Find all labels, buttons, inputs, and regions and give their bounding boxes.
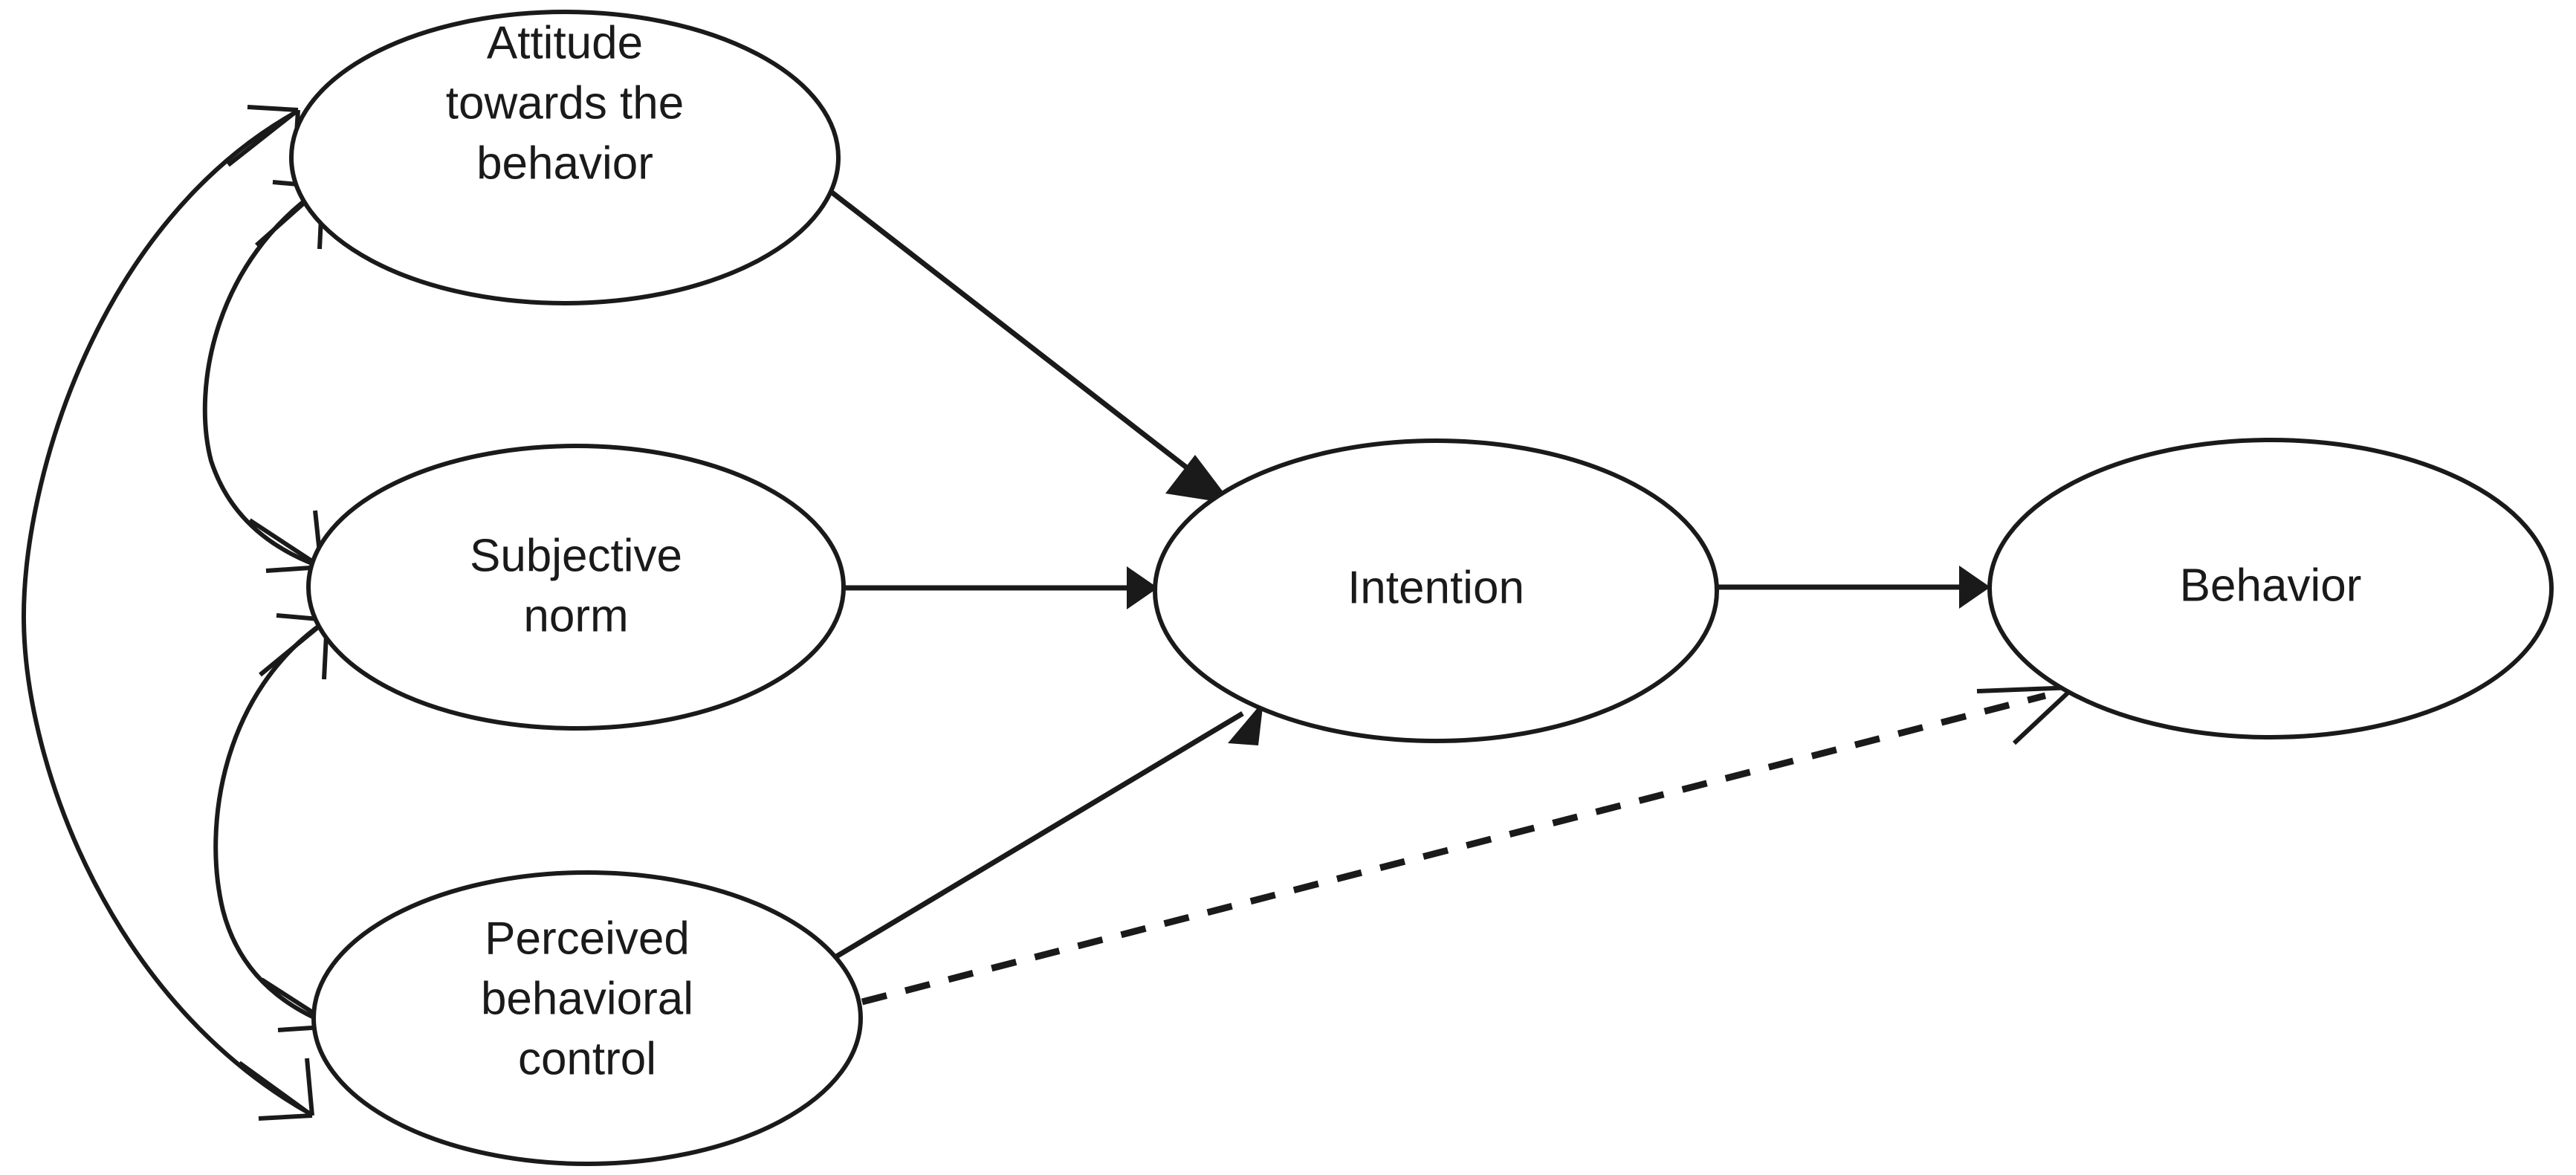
correlation-arc-outer [21,109,314,1117]
arrowhead-filled-intention-from-norm [1127,566,1158,609]
ellipse-perceived-behavioral-control [311,870,863,1166]
arrowhead-open-attitude-outer [227,105,300,170]
node-label-attitude-line3: behavior [476,137,653,189]
correlation-arc-attitude-norm [202,186,323,569]
ellipse-attitude [289,10,841,305]
edge-subjective-norm-to-intention[interactable] [844,566,1158,609]
node-label-attitude-line2: towards the [446,77,685,129]
edge-attitude-to-intention[interactable] [812,176,1232,504]
correlation-arc-norm-pbc [213,619,334,1028]
edge-subjective-norm-perceived-behavioral-control-correlation[interactable] [213,613,337,1032]
node-label-subjective-norm-line1: Subjective [470,530,682,581]
node-label-attitude-line1: Attitude [487,17,643,68]
node-label-intention: Intention [1347,562,1524,613]
edge-attitude-subjective-norm-correlation[interactable] [202,180,325,573]
edge-line-attitude-intention [812,176,1214,489]
node-label-pbc-line3: control [518,1033,656,1084]
edge-intention-to-behavior[interactable] [1718,566,1990,609]
arrowhead-filled-intention-from-attitude [1165,455,1232,504]
node-label-pbc-line2: behavioral [481,973,693,1024]
ellipse-subjective-norm [306,444,846,731]
ellipse-behavior [1987,438,2554,739]
node-label-subjective-norm-line2: norm [523,590,628,641]
node-label-pbc-line1: Perceived [485,913,690,964]
arrowhead-filled-behavior-from-intention [1959,566,1990,609]
arrowhead-filled-intention-from-pbc [1228,701,1263,745]
node-intention[interactable]: Intention [1153,438,1719,743]
node-label-behavior: Behavior [2180,560,2362,611]
node-perceived-behavioral-control[interactable]: Perceived behavioral control [311,870,863,1166]
arrowhead-open-norm-upper [248,510,323,573]
node-behavior[interactable]: Behavior [1987,438,2554,739]
edge-attitude-perceived-behavioral-control-correlation[interactable] [21,105,314,1121]
arrowhead-open-pbc-outer [238,1058,314,1121]
edge-perceived-behavioral-control-to-intention[interactable] [825,701,1263,965]
node-attitude-towards-the-behavior[interactable]: Attitude towards the behavior [289,10,841,305]
ellipse-intention [1153,438,1719,743]
edge-line-pbc-intention [825,710,1244,965]
node-subjective-norm[interactable]: Subjective norm [306,444,846,731]
